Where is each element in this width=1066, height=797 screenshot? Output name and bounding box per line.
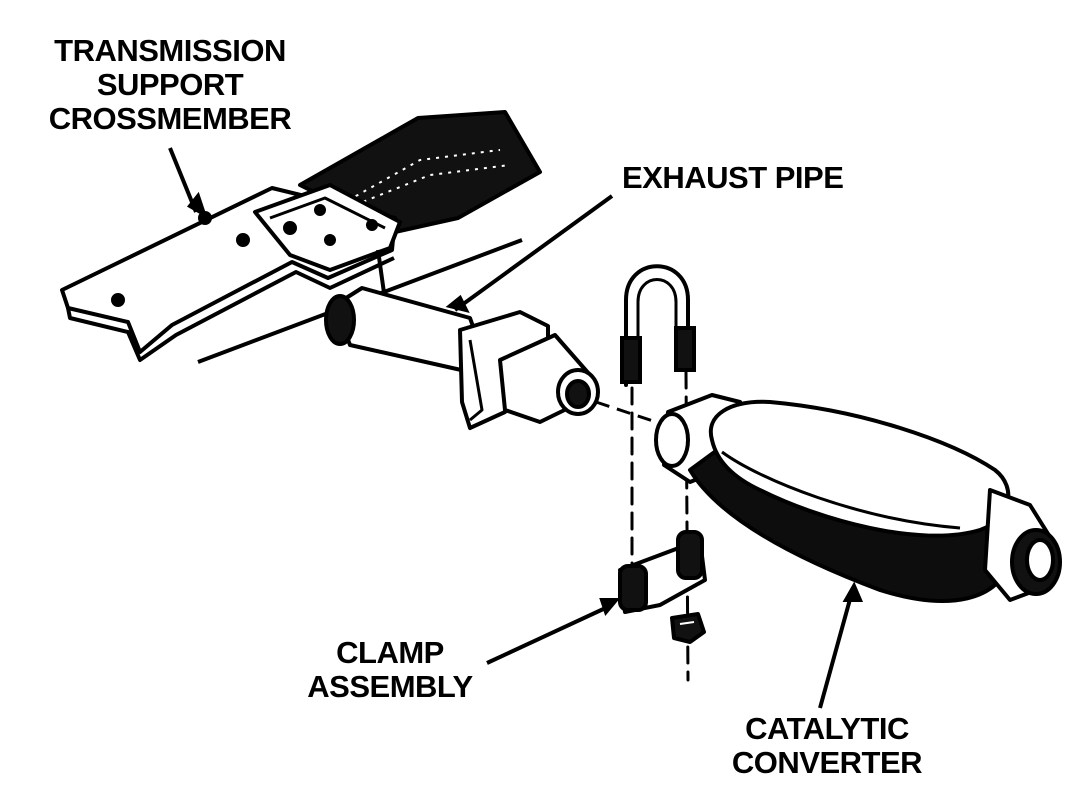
crossmember-bolt-hole <box>111 293 125 307</box>
clamp-boss-right <box>676 530 704 580</box>
leader-catalytic <box>818 591 854 709</box>
converter-inlet-end <box>654 412 690 468</box>
label-line: ASSEMBLY <box>307 669 473 704</box>
crossmember-mount-pad <box>253 183 402 272</box>
label-catalytic-converter: CATALYTIC CONVERTER <box>712 712 942 780</box>
clamp-assembly-drawing <box>618 530 707 644</box>
leader-catalytic-arrow <box>842 581 864 602</box>
label-exhaust-pipe: EXHAUST PIPE <box>622 160 844 195</box>
catalytic-converter-drawing <box>654 393 1062 603</box>
exhaust-flange-shadow <box>468 339 484 422</box>
leader-clamp <box>486 603 613 665</box>
crossmember-bolt-hole <box>314 204 326 216</box>
leader-exhaust-arrow <box>445 294 470 313</box>
label-clamp-assembly: CLAMP ASSEMBLY <box>300 636 480 704</box>
leader-crossmember-arrow <box>186 191 208 219</box>
label-line: CATALYTIC <box>745 711 909 746</box>
label-line: CROSSMEMBER <box>48 101 292 136</box>
u-bolt-thread-left <box>620 336 642 384</box>
converter-outlet-bore <box>1025 538 1055 582</box>
label-line: TRANSMISSION <box>54 33 286 68</box>
converter-seam <box>721 450 961 530</box>
label-line: SUPPORT <box>96 67 244 102</box>
exhaust-pipe-outlet-bore <box>565 379 591 409</box>
crossmember-bolt-hole <box>283 221 297 235</box>
u-bolt-thread-right <box>674 326 696 372</box>
label-transmission-support-crossmember: TRANSMISSION SUPPORT CROSSMEMBER <box>30 34 310 136</box>
clamp-nut-highlight <box>679 621 695 625</box>
crossmember-bolt-hole <box>236 233 250 247</box>
clamp-nut <box>670 612 706 644</box>
transmission-crossmember-drawing <box>60 110 542 364</box>
label-line: EXHAUST PIPE <box>622 160 844 195</box>
crossmember-bolt-hole <box>366 219 378 231</box>
label-line: CLAMP <box>336 635 444 670</box>
exhaust-pipe-drawing <box>324 249 600 430</box>
leader-clamp-arrow <box>599 598 621 617</box>
u-bolt <box>624 264 690 387</box>
crossmember-bolt-hole <box>324 234 336 246</box>
exhaust-pipe-end <box>324 294 356 346</box>
crossmember-shading-texture <box>329 149 511 216</box>
crossmember-mount-inner <box>269 196 386 230</box>
u-bolt-inner <box>636 278 678 382</box>
label-line: CONVERTER <box>731 745 923 780</box>
clamp-boss-left <box>618 564 648 612</box>
leader-lines <box>168 147 864 709</box>
crossmember-plate-thickness <box>66 256 395 362</box>
assembly-centerline <box>595 400 666 427</box>
leader-exhaust-pipe <box>453 194 614 312</box>
